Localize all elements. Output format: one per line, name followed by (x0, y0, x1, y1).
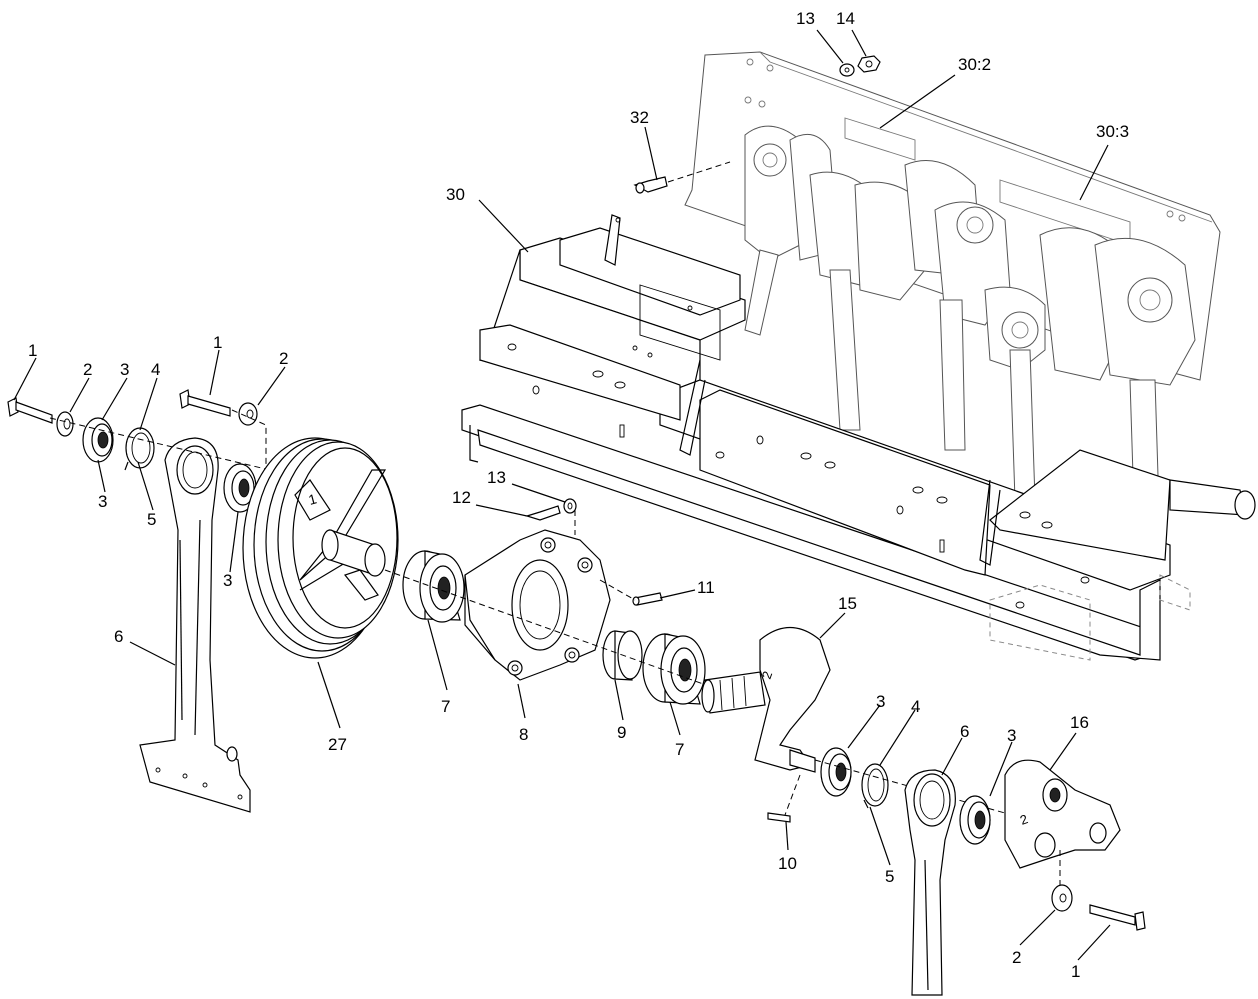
washer-part-2-left (56, 411, 74, 437)
bearing-part-3-right (959, 795, 991, 845)
callout-4: 4 (911, 697, 920, 716)
callout-5: 5 (147, 510, 156, 529)
callout-30-2: 30:2 (958, 55, 991, 74)
washer-part-13-middle (563, 498, 577, 514)
bolt-part-32 (633, 176, 668, 194)
bracket-part-16: 2 (1004, 759, 1121, 869)
callout-16: 16 (1070, 713, 1089, 732)
callout-5: 5 (885, 867, 894, 886)
callout-10: 10 (778, 854, 797, 873)
snap-ring-part-4-left (124, 427, 155, 471)
callout-6: 6 (960, 722, 969, 741)
svg-text:2: 2 (759, 669, 776, 681)
callout-3: 3 (223, 571, 232, 590)
callout-1: 1 (28, 341, 37, 360)
bolt-part-12 (524, 505, 561, 521)
washer-part-13-top (839, 63, 855, 77)
snap-ring-part-4-right (861, 763, 889, 809)
callout-2: 2 (1012, 948, 1021, 967)
callout-30-3: 30:3 (1096, 122, 1129, 141)
pin-part-10 (767, 812, 791, 823)
housing-part-8 (464, 529, 611, 681)
leader-lines (13, 29, 1111, 961)
callout-32: 32 (630, 108, 649, 127)
callout-2: 2 (83, 360, 92, 379)
callout-11: 11 (697, 578, 715, 597)
arm-part-6-right (904, 769, 956, 996)
callout-9: 9 (617, 723, 626, 742)
callout-12: 12 (452, 488, 471, 507)
bolt-part-1-left (7, 397, 53, 424)
bolt-part-1-right (1089, 904, 1146, 931)
callout-13: 13 (796, 9, 815, 28)
callout-3: 3 (98, 492, 107, 511)
callout-27: 27 (328, 735, 347, 754)
callout-4: 4 (151, 360, 160, 379)
callout-3: 3 (876, 692, 885, 711)
pulley-part-27: 1 (242, 437, 399, 659)
svg-text:2: 2 (1018, 811, 1030, 828)
crank-arm-part-15: 2 (701, 627, 831, 773)
bolt-part-1-middle (179, 389, 231, 417)
callout-1: 1 (1071, 962, 1080, 981)
svg-text:1: 1 (307, 490, 319, 508)
callout-1: 1 (213, 333, 222, 352)
bearing-part-7-right (642, 633, 706, 705)
callout-30: 30 (446, 185, 465, 204)
bearing-part-3-right-middle (820, 747, 852, 797)
callout-13: 13 (487, 468, 506, 487)
callout-7: 7 (441, 697, 450, 716)
washer-part-2-right (1051, 884, 1073, 912)
callout-6: 6 (114, 627, 123, 646)
pin-part-11 (632, 592, 663, 606)
callout-labels: 1 2 3 4 1 2 3 5 3 6 27 7 8 9 7 11 12 13 … (28, 9, 1129, 981)
callout-8: 8 (519, 725, 528, 744)
callout-15: 15 (838, 594, 857, 613)
bearing-part-3-middle (223, 463, 257, 513)
nut-part-14 (857, 55, 881, 73)
bearing-part-3-left (82, 417, 114, 463)
callout-14: 14 (836, 9, 855, 28)
callout-2: 2 (279, 349, 288, 368)
main-frame-assembly (461, 51, 1256, 661)
lever-cluster (744, 125, 1196, 541)
bearing-part-7-left (402, 550, 465, 623)
callout-3: 3 (1007, 726, 1016, 745)
callout-7: 7 (675, 740, 684, 759)
callout-3: 3 (120, 360, 129, 379)
arm-part-6-left (139, 437, 251, 813)
